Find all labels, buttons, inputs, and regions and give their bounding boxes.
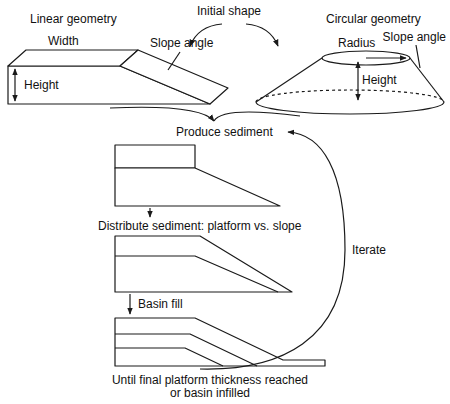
dimension-label: Width (48, 34, 79, 48)
step-label: Distribute sediment: platform vs. slope (98, 219, 301, 233)
shape-label: Circular geometry (326, 12, 421, 26)
dimension-label: Slope angle (383, 30, 446, 44)
platform-distribute (115, 236, 292, 292)
loop-label: Iterate (352, 243, 386, 257)
circular-cone (256, 45, 444, 114)
dimension-label: Radius (338, 36, 375, 50)
height-arrow (357, 62, 358, 100)
platform-produce (115, 145, 280, 206)
split-arrow (246, 24, 278, 46)
platform-basin-fill (115, 318, 325, 366)
step-label: Basin fill (138, 297, 183, 311)
leader-line (168, 52, 180, 70)
shape-label: Linear geometry (30, 12, 117, 26)
iterate-loop (200, 132, 345, 369)
merge-arrow (110, 107, 214, 121)
end-note: Until final platform thickness reached o… (108, 374, 312, 400)
dimension-label: Height (362, 73, 397, 87)
step-label: Produce sediment (176, 125, 273, 139)
leader-line (416, 45, 420, 68)
dimension-label: Slope angle (150, 36, 213, 50)
radius-arrow (366, 57, 406, 58)
linear-block (8, 50, 228, 104)
heading-label: Initial shape (197, 4, 261, 18)
step-arrow (129, 294, 130, 314)
merge-arrow (214, 112, 300, 121)
dimension-label: Height (24, 78, 59, 92)
height-arrow (14, 69, 15, 101)
step-arrow (149, 208, 150, 217)
